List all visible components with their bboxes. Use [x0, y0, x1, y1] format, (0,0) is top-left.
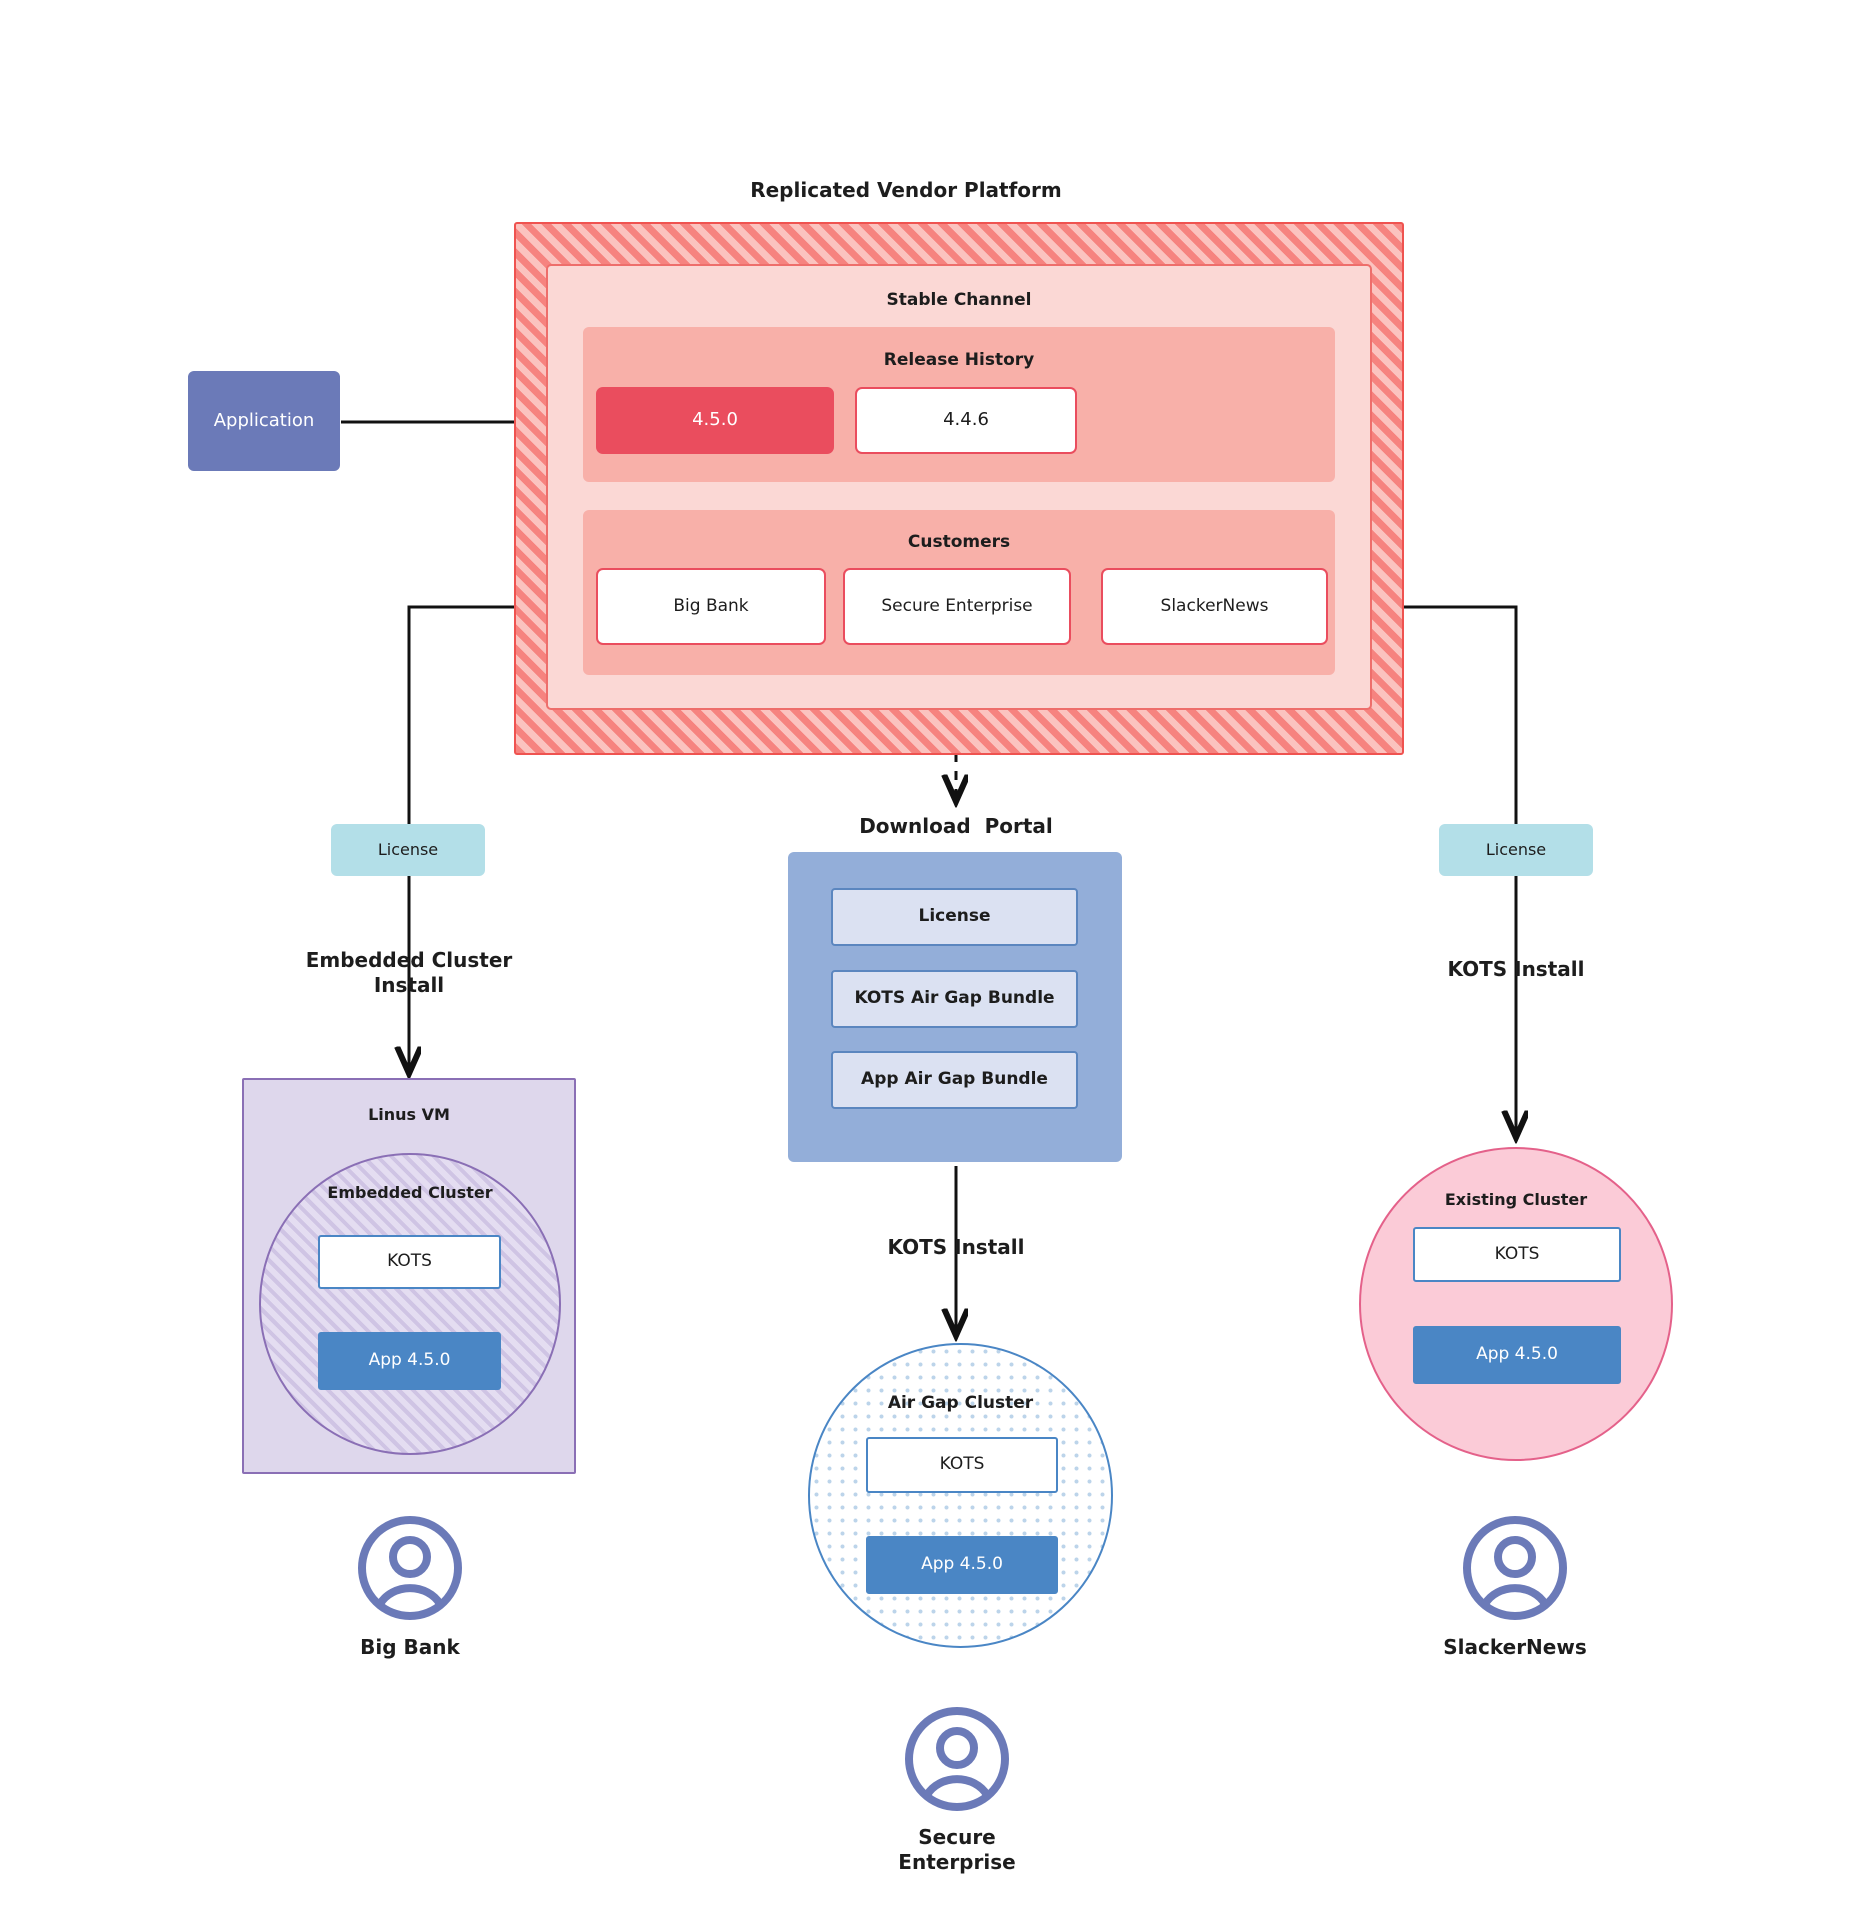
user-icon — [905, 1707, 1009, 1811]
customer-box-secure-enterprise[interactable]: Secure Enterprise — [843, 568, 1071, 645]
release-box-previous[interactable]: 4.4.6 — [855, 387, 1077, 454]
air-gap-cluster-title: Air Gap Cluster — [887, 1393, 1034, 1413]
license-chip-left[interactable]: License — [331, 824, 485, 876]
embedded-cluster-install-label: Embedded Cluster Install — [305, 948, 513, 997]
linux-vm-title: Linus VM — [368, 1105, 450, 1124]
air-gap-cluster-circle — [808, 1343, 1113, 1648]
release-history-title: Release History — [883, 350, 1035, 370]
user-icon — [358, 1516, 462, 1620]
kots-install-label-right: KOTS Install — [1447, 957, 1585, 981]
app-box-left[interactable]: App 4.5.0 — [318, 1332, 501, 1390]
avatar-label-slackernews: SlackerNews — [1443, 1635, 1587, 1659]
download-portal-title: Download Portal — [859, 814, 1053, 838]
user-icon — [1463, 1516, 1567, 1620]
customers-title: Customers — [907, 532, 1011, 552]
avatar-slackernews — [1463, 1516, 1567, 1620]
stable-channel-title: Stable Channel — [886, 290, 1032, 310]
portal-item-app-air-gap-bundle[interactable]: App Air Gap Bundle — [831, 1051, 1078, 1109]
avatar-label-secure-enterprise: Secure Enterprise — [898, 1825, 1016, 1874]
avatar-big-bank — [358, 1516, 462, 1620]
customer-box-big-bank[interactable]: Big Bank — [596, 568, 826, 645]
application-box[interactable]: Application — [188, 371, 340, 471]
avatar-secure-enterprise — [905, 1707, 1009, 1811]
kots-box-middle[interactable]: KOTS — [866, 1437, 1058, 1493]
existing-cluster-title: Existing Cluster — [1444, 1190, 1588, 1209]
avatar-label-big-bank: Big Bank — [360, 1635, 460, 1659]
page-title: Replicated Vendor Platform — [750, 178, 1062, 202]
app-box-middle[interactable]: App 4.5.0 — [866, 1536, 1058, 1594]
release-box-current[interactable]: 4.5.0 — [596, 387, 834, 454]
embedded-cluster-circle — [259, 1153, 561, 1455]
portal-item-license[interactable]: License — [831, 888, 1078, 946]
customer-box-slackernews[interactable]: SlackerNews — [1101, 568, 1328, 645]
kots-box-right[interactable]: KOTS — [1413, 1227, 1621, 1282]
embedded-cluster-title: Embedded Cluster — [327, 1183, 493, 1202]
license-chip-right[interactable]: License — [1439, 824, 1593, 876]
kots-box-left[interactable]: KOTS — [318, 1235, 501, 1289]
existing-cluster-circle — [1359, 1147, 1673, 1461]
app-box-right[interactable]: App 4.5.0 — [1413, 1326, 1621, 1384]
portal-item-kots-air-gap-bundle[interactable]: KOTS Air Gap Bundle — [831, 970, 1078, 1028]
kots-install-label-middle: KOTS Install — [887, 1235, 1025, 1259]
